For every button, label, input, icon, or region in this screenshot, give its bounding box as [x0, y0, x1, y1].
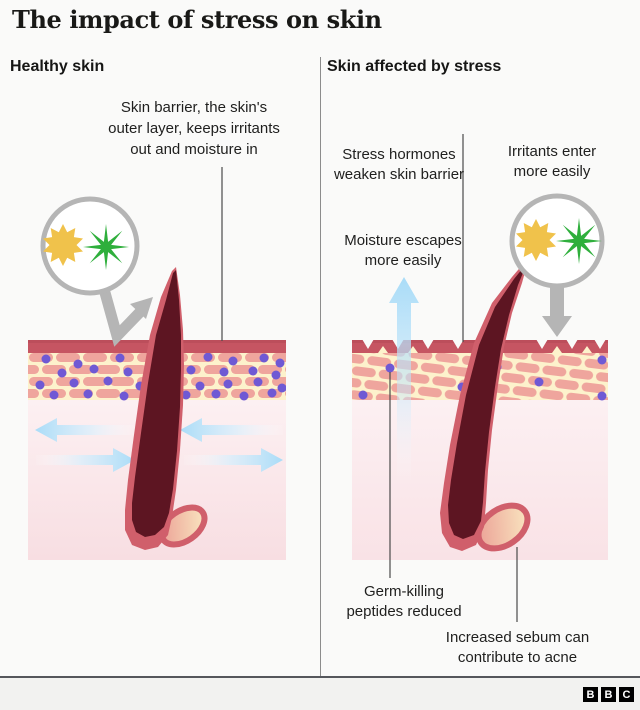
germ-killing-peptide-dots	[35, 352, 286, 401]
note-line: Increased sebum can	[445, 629, 590, 646]
heading-stressed-skin: Skin affected by stress	[327, 58, 502, 75]
note-line: Stress hormones	[342, 146, 456, 163]
moisture-in-arrows	[35, 418, 283, 472]
hair-shaft	[132, 270, 181, 537]
note-irritants-enter: Irritants enter more easily	[490, 142, 614, 182]
note-line: out and moisture in	[130, 141, 258, 158]
note-skin-barrier: Skin barrier, the skin's outer layer, ke…	[74, 97, 314, 160]
skin-cross-section-stressed	[352, 261, 608, 560]
note-increased-sebum: Increased sebum can contribute to acne	[425, 628, 610, 668]
footer-strip	[0, 678, 640, 710]
note-line: Moisture escapes	[344, 232, 462, 249]
bottom-rule	[0, 676, 640, 678]
bbc-logo: B B C	[583, 687, 634, 702]
hair-shaft	[448, 263, 527, 539]
note-stress-hormones: Stress hormones weaken skin barrier	[319, 145, 479, 185]
note-line: Skin barrier, the skin's	[120, 99, 268, 116]
note-line: more easily	[364, 252, 442, 269]
panel-divider	[320, 57, 321, 677]
note-line: weaken skin barrier	[333, 166, 465, 183]
page-title: The impact of stress on skin	[12, 5, 382, 34]
note-line: outer layer, keeps irritants	[108, 120, 280, 137]
note-line: more easily	[513, 163, 591, 180]
bbc-logo-block: C	[619, 687, 634, 702]
note-peptides-reduced: Germ-killing peptides reduced	[330, 582, 478, 622]
sebaceous-gland-enlarged	[475, 502, 531, 552]
note-line: Germ-killing	[363, 583, 444, 600]
bbc-logo-block: B	[601, 687, 616, 702]
bbc-logo-block: B	[583, 687, 598, 702]
note-line: contribute to acne	[457, 649, 578, 666]
note-line: peptides reduced	[346, 603, 462, 620]
note-moisture-escapes: Moisture escapes more easily	[322, 231, 484, 271]
heading-healthy-skin: Healthy skin	[10, 58, 105, 75]
note-line: Irritants enter	[507, 143, 597, 160]
skin-cross-section-healthy	[28, 267, 286, 560]
